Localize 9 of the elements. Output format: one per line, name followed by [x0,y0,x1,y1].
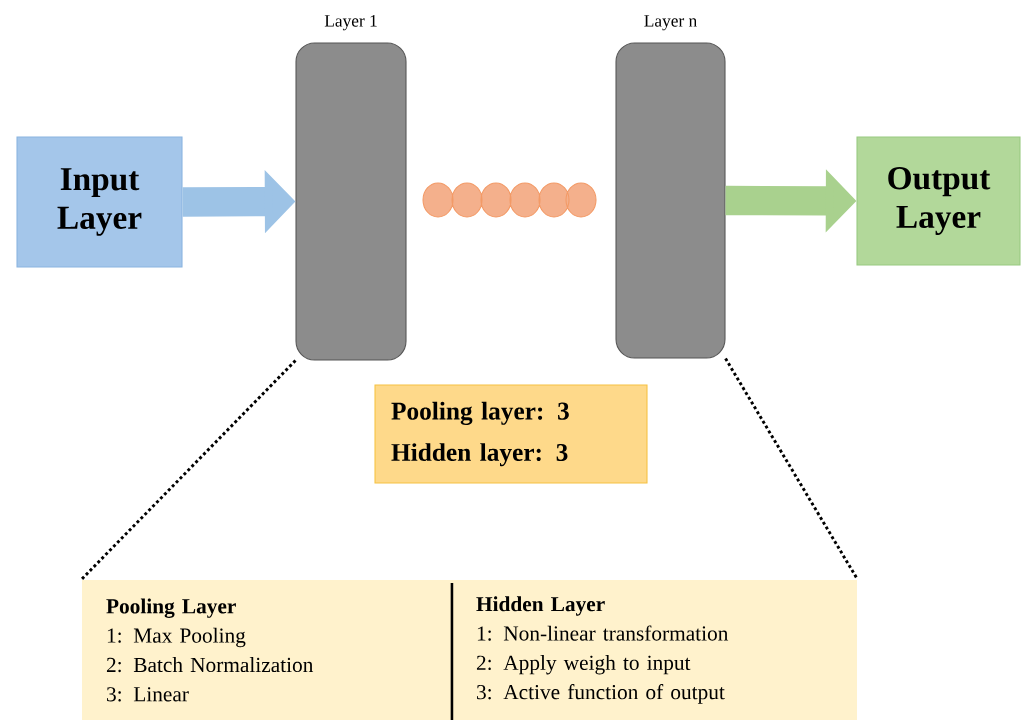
layer-box: Output Layer [856,136,1021,266]
layer-box: Input Layer [16,136,183,268]
leader-line [724,357,859,581]
layer-label: Layer 1 [324,15,377,31]
layer-details-panel: Pooling Layer 1: Max Pooling 2: Batch Normalization 3: Linear [82,580,452,720]
leader-line [80,359,297,581]
summary-box: Pooling layer: 3 Hidden layer: 3 [374,384,648,484]
layer-details-panel: Hidden Layer 1: Non-linear transformation 2: Apply weigh to input 3: Active function of output [452,580,857,720]
layer-label: Layer n [644,15,697,31]
